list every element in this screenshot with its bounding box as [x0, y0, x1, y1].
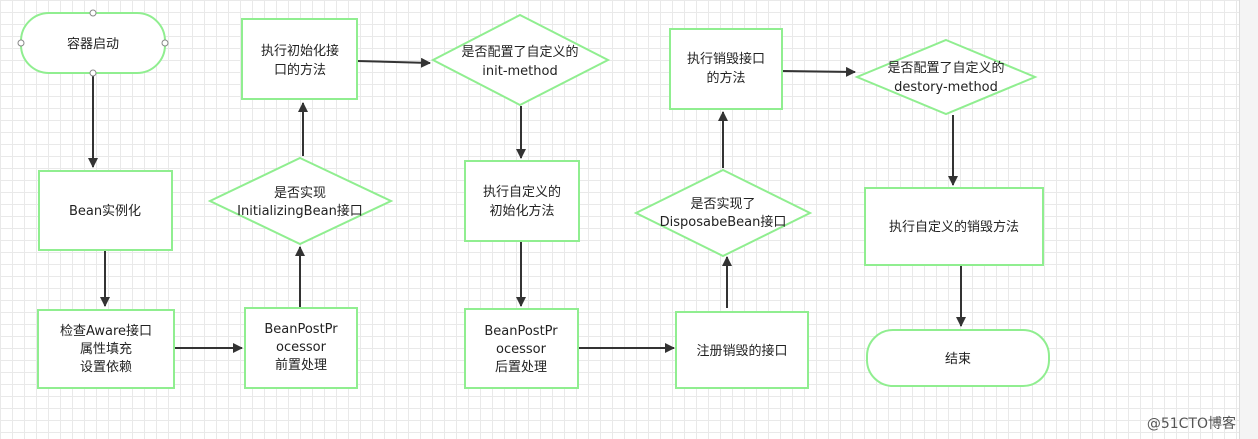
edge-destroy-interface-to-destroy-method-check — [781, 66, 856, 77]
node-label-line-1: 是否配置了自定义的 — [887, 60, 1004, 76]
node-init-interface-method[interactable]: 执行初始化接 口的方法 — [241, 18, 358, 100]
node-label: 结束 — [945, 352, 971, 367]
node-is-disposable-bean[interactable]: 是否实现了 DisposabeBean接口 — [633, 168, 813, 258]
node-bean-instantiate[interactable]: Bean实例化 — [38, 170, 173, 251]
node-postprocessor-before[interactable]: BeanPostPr ocessor 前置处理 — [244, 307, 358, 389]
edges — [88, 57, 966, 353]
node-label-line-2: DisposabeBean接口 — [660, 214, 787, 230]
node-label-line-2: InitializingBean接口 — [237, 203, 363, 219]
node-has-destroy-method[interactable]: 是否配置了自定义的 destory-method — [854, 38, 1038, 116]
node-custom-init[interactable]: 执行自定义的 初始化方法 — [464, 160, 580, 242]
decision-shape — [207, 156, 394, 246]
node-label-line-1: BeanPostPr — [264, 322, 338, 337]
node-label-line-3: 前置处理 — [275, 357, 327, 373]
process-shape — [669, 28, 783, 110]
terminator-shape — [866, 329, 1050, 387]
node-register-destroy[interactable]: 注册销毁的接口 — [675, 311, 809, 389]
process-shape — [38, 170, 173, 251]
selection-handle-right[interactable] — [161, 39, 169, 47]
node-label-line-2: 属性填充 — [80, 341, 132, 357]
node-is-initializing-bean[interactable]: 是否实现 InitializingBean接口 — [207, 156, 394, 246]
node-label-line-1: 检查Aware接口 — [60, 323, 152, 339]
node-label-line-1: 是否配置了自定义的 — [461, 44, 578, 60]
selection-handle-left[interactable] — [17, 39, 25, 47]
node-label-line-1: 执行初始化接 — [261, 43, 339, 59]
process-shape — [675, 311, 809, 389]
node-label: Bean实例化 — [69, 204, 141, 219]
node-label-line-2: 初始化方法 — [489, 203, 554, 219]
vertical-scrollbar[interactable] — [1239, 0, 1258, 439]
decision-shape — [633, 168, 813, 258]
process-shape — [241, 18, 358, 100]
node-start[interactable]: 容器启动 — [17, 9, 169, 77]
node-label: 执行自定义的销毁方法 — [889, 219, 1019, 235]
process-shape — [244, 307, 358, 389]
decision-shape — [430, 13, 611, 107]
node-label: 注册销毁的接口 — [696, 343, 787, 359]
node-label-line-2: destory-method — [894, 80, 998, 95]
node-label-line-3: 设置依赖 — [80, 360, 132, 375]
node-label-line-2: ocessor — [276, 340, 327, 355]
node-label-line-2: ocessor — [496, 342, 547, 357]
node-postprocessor-after[interactable]: BeanPostPr ocessor 后置处理 — [464, 308, 579, 389]
node-custom-destroy[interactable]: 执行自定义的销毁方法 — [864, 187, 1044, 266]
node-label-line-2: 口的方法 — [274, 62, 326, 78]
node-label-line-1: BeanPostPr — [484, 324, 558, 339]
selection-handle-bottom[interactable] — [89, 69, 97, 77]
node-label-line-1: 执行销毁接口 — [687, 51, 765, 67]
node-check-aware[interactable]: 检查Aware接口 属性填充 设置依赖 — [37, 309, 175, 389]
node-label-line-1: 是否实现 — [274, 186, 326, 201]
node-label-line-1: 执行自定义的 — [483, 184, 561, 200]
selection-handle-top[interactable] — [89, 9, 97, 17]
node-label-line-2: 的方法 — [706, 70, 745, 86]
node-label-line-3: 后置处理 — [495, 360, 547, 375]
watermark: @51CTO博客 — [1147, 415, 1236, 432]
process-shape — [864, 187, 1044, 266]
node-label-line-2: init-method — [482, 64, 557, 79]
edge-init-interface-to-init-method-check — [356, 57, 431, 68]
node-has-init-method[interactable]: 是否配置了自定义的 init-method — [430, 13, 611, 107]
process-shape — [464, 160, 580, 242]
node-destroy-interface-method[interactable]: 执行销毁接口 的方法 — [669, 28, 783, 110]
process-shape — [37, 309, 175, 389]
node-label: 容器启动 — [67, 36, 119, 52]
process-shape — [464, 308, 579, 389]
node-label-line-1: 是否实现了 — [690, 197, 755, 212]
node-end[interactable]: 结束 — [866, 329, 1050, 387]
decision-shape — [854, 38, 1038, 116]
